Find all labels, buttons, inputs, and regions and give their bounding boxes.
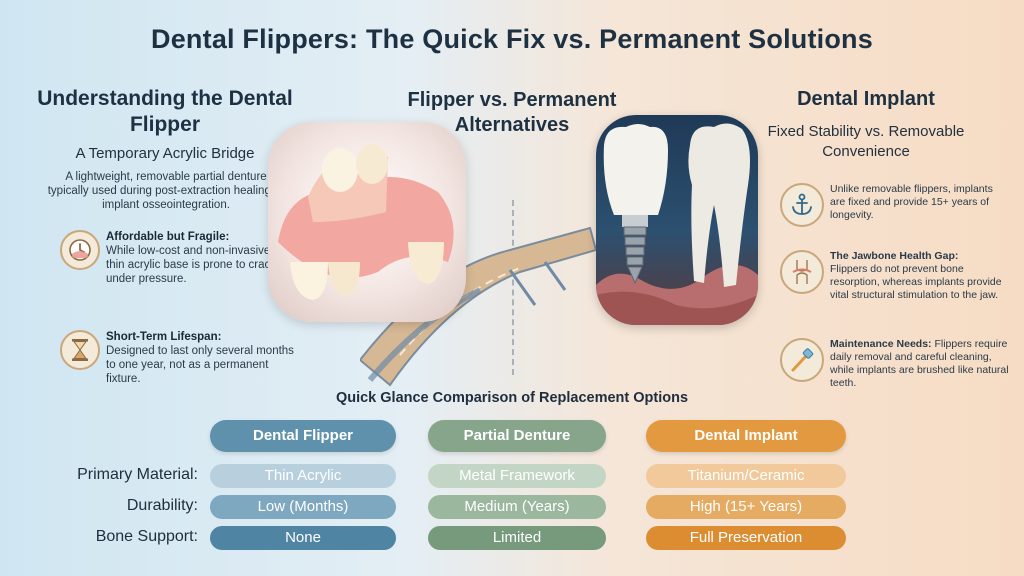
center-heading: Flipper vs. Permanent Alternatives [407,89,617,136]
feature-title: Affordable but Fragile: [106,231,230,243]
row-label-material: Primary Material: [77,466,198,483]
feature-text: Unlike removable flippers, implants are … [830,183,993,221]
hourglass-icon [60,330,100,370]
toothbrush-icon [780,338,824,382]
implant-subheading: Fixed Stability vs. Removable Convenienc… [767,123,965,160]
flipper-heading: Understanding the Dental Flipper [37,87,293,136]
dental-implant-image [596,115,758,325]
row-label-durability: Durability: [126,497,198,514]
cell-implant-material: Titanium/Ceramic [646,464,846,488]
column-header-flipper: Dental Flipper [210,420,396,452]
feature-title: Short-Term Lifespan: [106,331,222,343]
feature-text: Flippers do not prevent bone resorption,… [830,263,1002,301]
cell-partial-durability: Medium (Years) [428,495,606,519]
bone-joint-icon [780,250,824,294]
column-header-partial-denture: Partial Denture [428,420,606,452]
row-label-bone-support: Bone Support: [95,528,198,545]
cell-flipper-bone: None [210,526,396,550]
comparison-title: Quick Glance Comparison of Replacement O… [335,390,689,406]
feature-title: The Jawbone Health Gap: [830,250,959,262]
cell-partial-material: Metal Framework [428,464,606,488]
cell-partial-bone: Limited [428,526,606,550]
dental-flipper-image [268,122,466,322]
flipper-subheading: A Temporary Acrylic Bridge [75,145,255,162]
implant-heading: Dental Implant [797,88,935,110]
cell-implant-bone: Full Preservation [646,526,846,550]
feature-text: Flippers require daily removal and caref… [830,338,1009,389]
clock-icon [60,230,100,270]
column-header-implant: Dental Implant [646,420,846,452]
anchor-icon [780,183,824,227]
flipper-description: A lightweight, removable partial denture… [47,171,285,211]
cell-flipper-material: Thin Acrylic [210,464,396,488]
feature-text: Designed to last only several months to … [106,345,294,385]
center-divider [512,200,514,375]
feature-title: Maintenance Needs: [830,338,932,350]
feature-text: While low-cost and non-invasive, the thi… [106,245,293,285]
cell-implant-durability: High (15+ Years) [646,495,846,519]
cell-flipper-durability: Low (Months) [210,495,396,519]
page-title: Dental Flippers: The Quick Fix vs. Perma… [151,24,873,54]
